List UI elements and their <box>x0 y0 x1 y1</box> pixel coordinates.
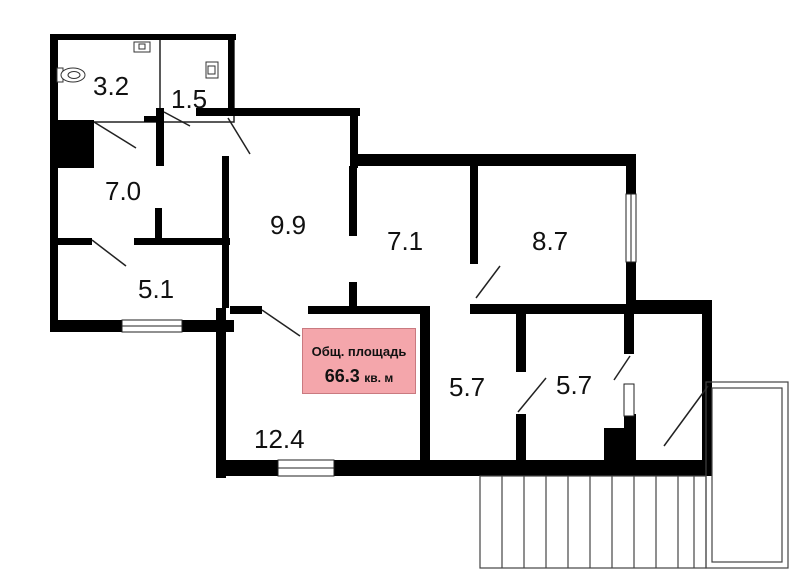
room-area-1-5: 1.5 <box>171 84 208 114</box>
sink-icon <box>133 41 219 79</box>
room-area-8-7: 8.7 <box>532 226 569 256</box>
room-area-5-1: 5.1 <box>138 274 175 304</box>
room-area-7-0: 7.0 <box>105 176 142 206</box>
thick-walls <box>50 34 712 478</box>
toilet-icon <box>56 67 86 83</box>
room-area-12-4: 12.4 <box>254 424 305 454</box>
room-area-9-9: 9.9 <box>270 210 307 240</box>
total-area-value: 66.3 <box>324 366 360 386</box>
balcony <box>705 381 789 569</box>
room-area-3-2: 3.2 <box>93 71 130 101</box>
total-area-row: 66.3 кв. м <box>303 366 415 387</box>
room-area-7-1: 7.1 <box>387 226 424 256</box>
door-lines <box>91 111 709 447</box>
stairs <box>479 475 707 569</box>
windows <box>121 193 637 477</box>
room-area-5-7-hall: 5.7 <box>449 372 486 402</box>
total-area-box: Общ. площадь 66.3 кв. м <box>302 328 416 394</box>
total-area-unit: кв. м <box>364 371 394 385</box>
total-area-title: Общ. площадь <box>311 344 407 359</box>
room-area-5-7-side: 5.7 <box>556 370 593 400</box>
